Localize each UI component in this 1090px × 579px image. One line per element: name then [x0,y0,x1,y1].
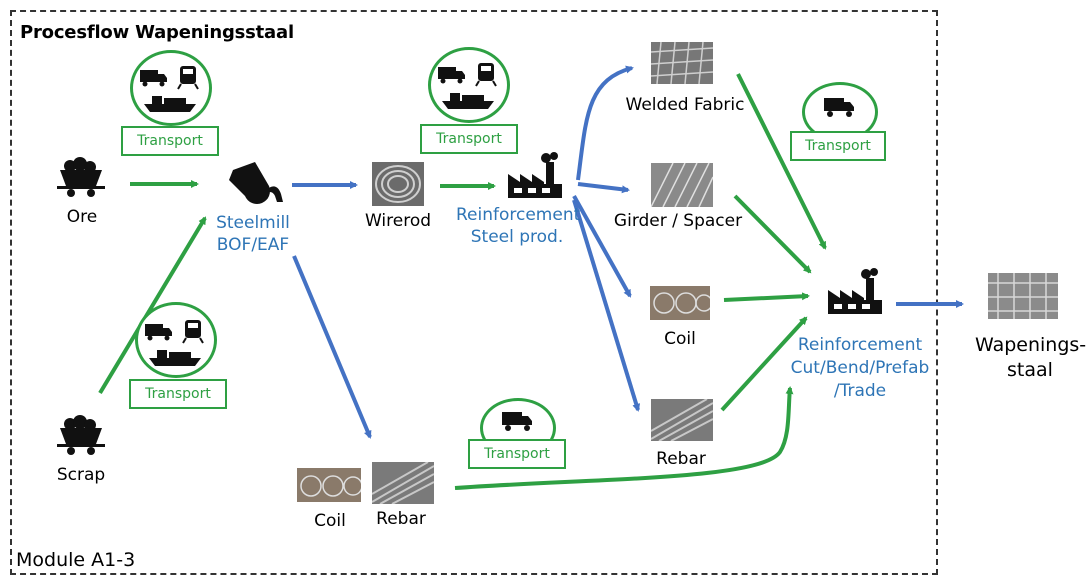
coil-image-left [297,468,361,502]
node-scrap: Scrap [56,465,106,485]
train-icon [182,320,204,344]
node-reinf-cut-line1: Reinforcement [797,335,923,355]
truck-icon [145,324,172,341]
node-rebar-right: Rebar [656,449,706,469]
node-reinf-cut-line2: Cut/Bend/Prefab [790,358,930,378]
transport-circle [130,50,212,126]
transport-icons [438,63,497,109]
wirerod-image [372,162,424,206]
module-label: Module A1-3 [16,549,136,571]
ship-icon [149,350,201,366]
node-coil-right: Coil [664,329,696,349]
rebar-image-right [651,399,713,441]
transport-icons [140,66,199,112]
transport-box: Transport [121,126,219,156]
arrow-reinf-fabric [576,65,634,181]
node-girder-spacer: Girder / Spacer [613,211,743,231]
node-reinf-steel-line1: Reinforcement [456,205,581,225]
node-rebar-left: Rebar [376,509,426,529]
module-frame [10,10,938,575]
node-output-line1: Wapenings- [975,334,1087,356]
ladle-icon [229,162,283,204]
ship-icon [144,96,196,112]
factory-icon [508,152,562,198]
arrow-reinf-coil [572,195,632,298]
transport-box: Transport [468,439,566,469]
node-ore: Ore [66,207,98,227]
transport-box: Transport [790,131,886,161]
welded-fabric-image [651,42,713,84]
coil-image-right [650,286,710,320]
node-steelmill-line1: Steelmill [216,213,290,233]
arrow-girder-cut [733,194,812,274]
ship-icon [442,93,494,109]
truck-icon [502,412,532,431]
truck-icon [140,70,167,87]
transport-box: Transport [420,124,518,154]
arrow-rebar-cut [720,316,808,412]
factory-icon [828,268,882,314]
rebar-image-left [372,462,434,504]
node-wirerod: Wirerod [364,211,432,231]
train-icon [475,63,497,87]
arrow-rebar-left-cut [454,386,794,490]
wapeningsstaal-image [988,273,1058,319]
node-reinf-cut-line3: /Trade [833,381,887,401]
truck-icon [438,67,465,84]
girder-image [651,163,713,207]
arrow-steelmill-rebar [292,255,372,439]
node-output-line2: staal [1007,359,1053,381]
arrow-fabric-cut [736,73,827,250]
transport-box: Transport [129,379,227,409]
node-reinf-steel-line2: Steel prod. [470,227,564,247]
transport-icons [145,320,204,366]
minecart-icon [57,415,105,455]
truck-icon [824,98,854,117]
arrow-reinf-rebar [572,199,641,412]
node-coil-left: Coil [314,511,346,531]
arrow-reinf-girder [577,182,630,194]
node-steelmill-line2: BOF/EAF [216,235,290,255]
arrow-scrap-steelmill [98,216,207,395]
train-icon [177,66,199,90]
arrow-coil-cut [723,292,810,302]
minecart-icon [57,157,105,197]
diagram-title: Procesflow Wapeningsstaal [20,22,294,43]
node-welded-fabric: Welded Fabric [625,95,745,115]
